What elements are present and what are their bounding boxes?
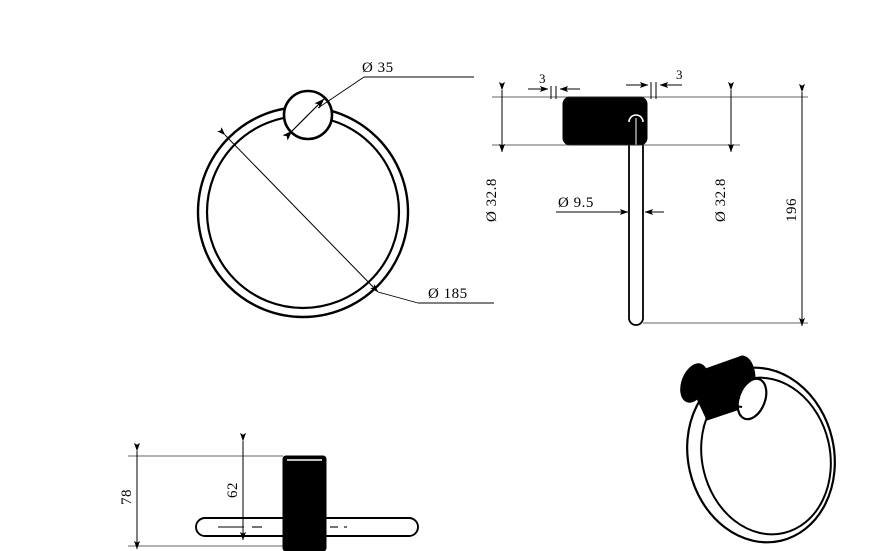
ring-diameter-arrow bbox=[217, 127, 379, 293]
isometric-pictorial-view bbox=[680, 355, 836, 544]
dimension-block-depth: 62 bbox=[225, 482, 241, 498]
mounting-block-body bbox=[282, 455, 327, 551]
dimension-rod-diameter: Ø 9.5 bbox=[558, 195, 594, 211]
dimension-overall-height: 196 bbox=[784, 198, 800, 222]
side-elevation-bracket: Ø 32.8 Ø 32.8 3 3 Ø 9.5 1 bbox=[484, 67, 808, 327]
ring-leader-line bbox=[377, 291, 419, 304]
dimension-plate-left-offset: 3 bbox=[539, 71, 546, 86]
top-plan-view: 78 62 bbox=[119, 432, 419, 551]
iso-ring-front-segment bbox=[710, 396, 741, 404]
ring-inner-circle bbox=[205, 114, 401, 310]
iso-cylinder-front-cap bbox=[736, 377, 768, 421]
dimension-plate-height-right: Ø 32.8 bbox=[713, 178, 729, 222]
iso-cylinder-back-cap bbox=[680, 363, 708, 403]
rod-top-cap bbox=[628, 114, 644, 123]
dimension-ring-diameter: Ø 185 bbox=[428, 286, 468, 302]
dimension-plate-height-left: Ø 32.8 bbox=[484, 178, 500, 222]
mounting-plate-body bbox=[562, 96, 648, 146]
front-elevation-ring: Ø 35 Ø 185 bbox=[196, 60, 494, 319]
iso-ring-front-segment-inner bbox=[712, 405, 743, 413]
dimension-boss-diameter: Ø 35 bbox=[362, 60, 394, 76]
iso-mounting-cylinder bbox=[680, 355, 768, 421]
boss-diameter-arrow bbox=[282, 98, 325, 141]
ring-rod-profile bbox=[628, 116, 644, 326]
boss-leader-line bbox=[317, 76, 365, 109]
dimension-overall-depth: 78 bbox=[119, 489, 135, 505]
dimension-plate-right-offset: 3 bbox=[676, 67, 683, 82]
